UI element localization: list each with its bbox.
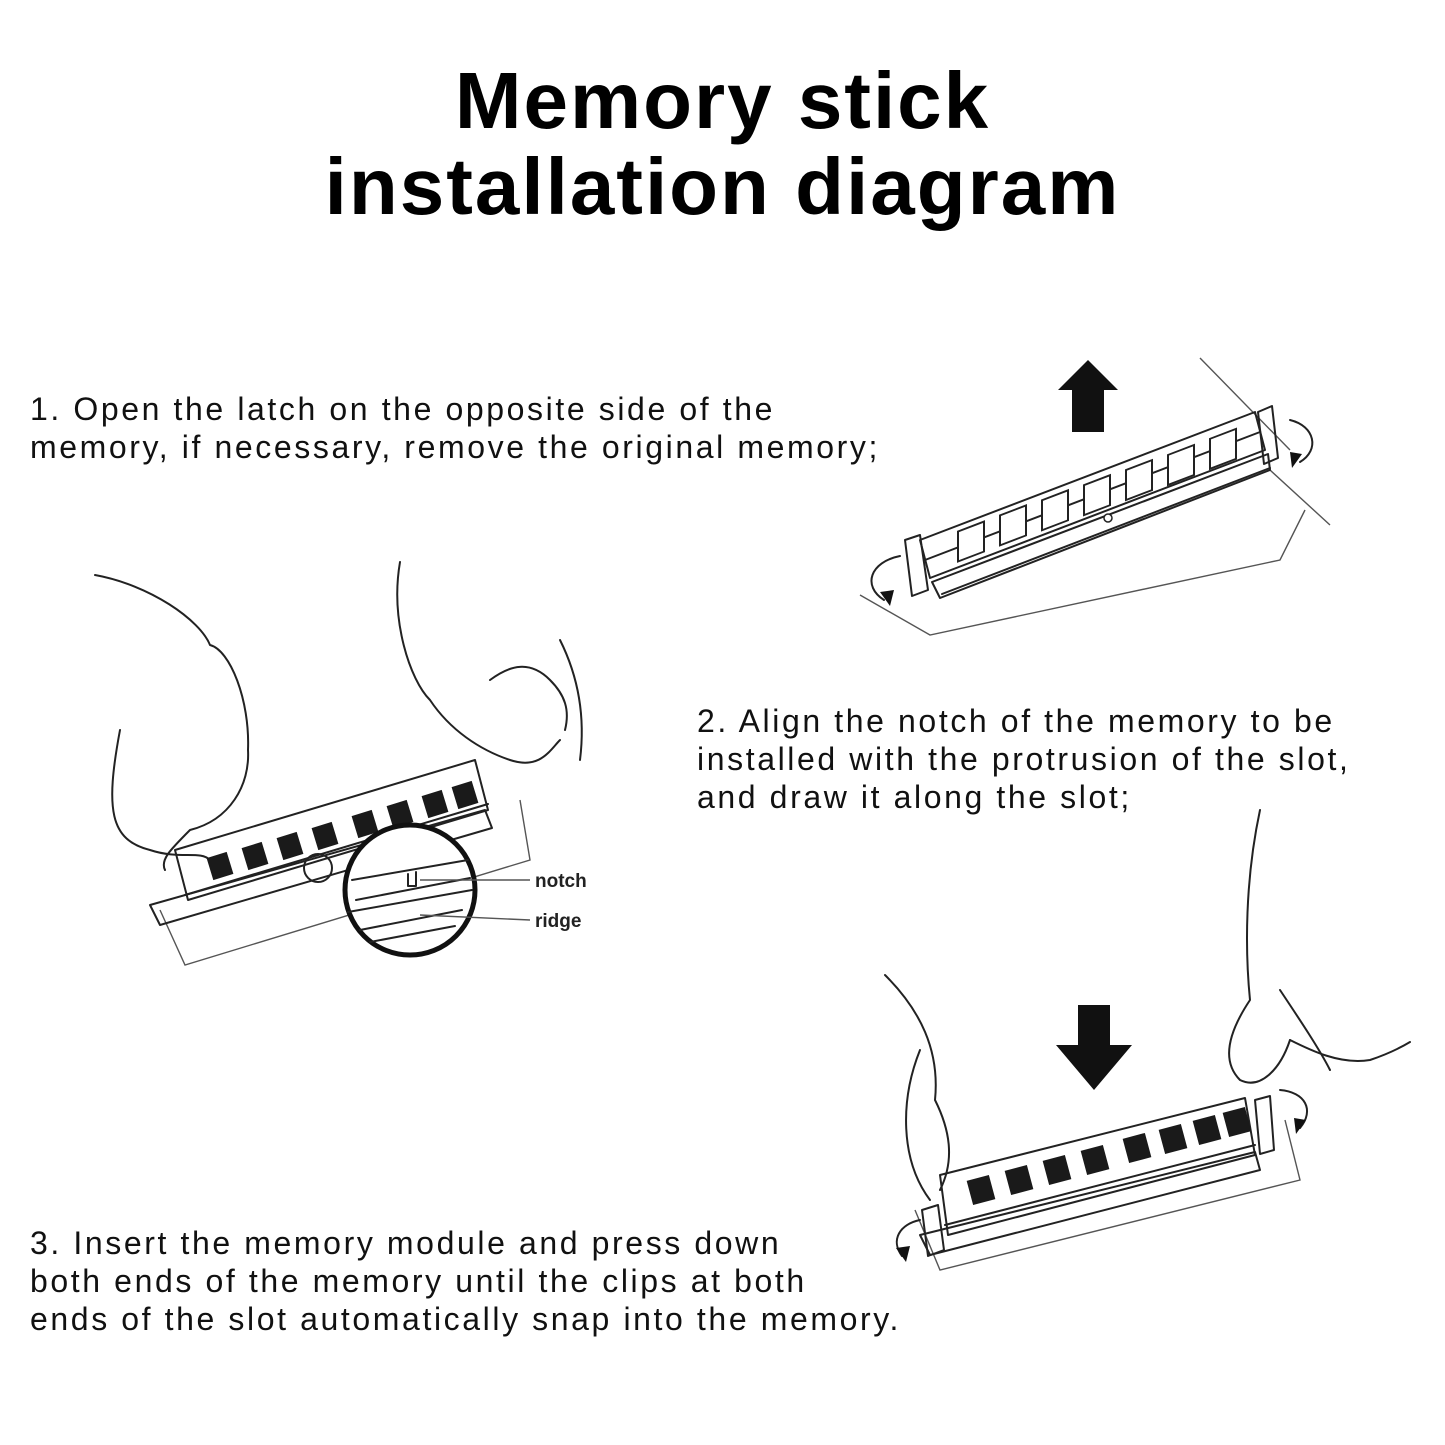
step-3-line-3: ends of the slot automatically snap into… xyxy=(30,1301,901,1337)
memory-module xyxy=(919,411,1271,599)
align-notch-illustration: notch ridge xyxy=(94,561,587,966)
right-hand xyxy=(1228,809,1291,1084)
step-2-text: 2. Align the notch of the memory to be i… xyxy=(697,702,1351,816)
title-line-1: Memory stick xyxy=(454,56,991,145)
step-3-line-1: 3. Insert the memory module and press do… xyxy=(30,1225,782,1261)
chips xyxy=(206,780,479,881)
step-2-line-1: 2. Align the notch of the memory to be xyxy=(697,703,1335,739)
diagram-title: Memory stick installation diagram xyxy=(0,58,1445,230)
notch-magnifier xyxy=(342,822,478,958)
down-arrow-icon xyxy=(1056,1005,1132,1090)
notch-label: notch xyxy=(535,871,587,892)
step-3-text: 3. Insert the memory module and press do… xyxy=(30,1224,901,1338)
left-hand xyxy=(884,974,951,1191)
insert-memory-illustration xyxy=(884,809,1411,1271)
remove-memory-illustration xyxy=(859,357,1331,636)
step-2-line-3: and draw it along the slot; xyxy=(697,779,1132,815)
rotate-arrow-right-icon xyxy=(1289,419,1314,463)
right-hand xyxy=(396,561,561,764)
rotate-arrow-left-icon xyxy=(870,555,901,601)
step-1-line-2: memory, if necessary, remove the origina… xyxy=(30,429,880,465)
step-3-line-2: both ends of the memory until the clips … xyxy=(30,1263,807,1299)
ridge-label: ridge xyxy=(535,911,581,932)
ridge-leader-line xyxy=(419,914,531,921)
chips xyxy=(966,1106,1252,1206)
title-line-2: installation diagram xyxy=(324,142,1121,231)
left-hand xyxy=(94,574,250,871)
up-arrow-icon xyxy=(1058,360,1118,432)
step-1-text: 1. Open the latch on the opposite side o… xyxy=(30,390,880,466)
step-1-line-1: 1. Open the latch on the opposite side o… xyxy=(30,391,775,427)
step-2-line-2: installed with the protrusion of the slo… xyxy=(697,741,1351,777)
